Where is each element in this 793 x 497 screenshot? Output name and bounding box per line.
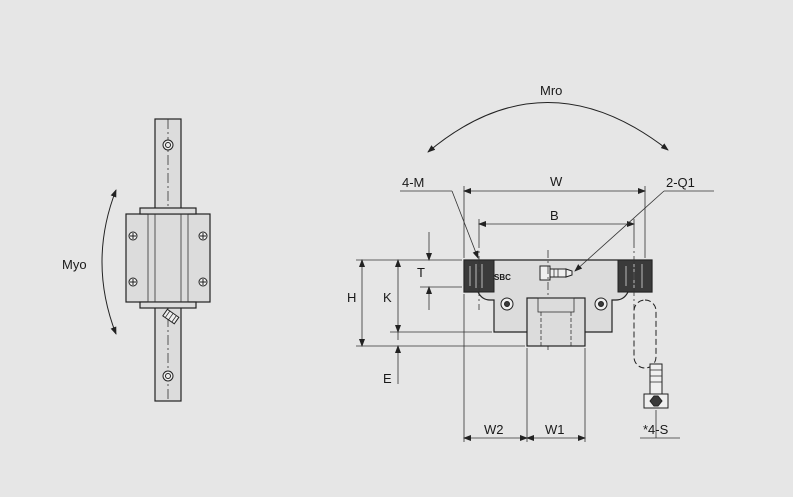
label-4-m: 4-M [402, 175, 424, 190]
rail-hole [162, 370, 174, 382]
label-e: E [383, 371, 392, 386]
label-2-q1: 2-Q1 [666, 175, 695, 190]
bolt-icon [643, 363, 669, 409]
label-mro: Mro [540, 83, 562, 98]
label-4-s: *4-S [643, 422, 669, 437]
label-b: B [550, 208, 559, 223]
label-k: K [383, 290, 392, 305]
mounting-screw-icon [128, 231, 138, 241]
brand-mark: SBC [494, 273, 511, 282]
label-h: H [347, 290, 356, 305]
top-view: Myo [62, 118, 211, 402]
carriage-block-front-view [463, 259, 653, 333]
label-w1: W1 [545, 422, 565, 437]
mro-rotation-arrow [427, 102, 669, 153]
side-screw-icon [594, 297, 608, 311]
side-screw-icon [500, 297, 514, 311]
grease-nipple-icon [539, 265, 573, 281]
rail-hole [162, 139, 174, 151]
carriage-block-top-view [125, 213, 211, 303]
mounting-screw-icon [128, 277, 138, 287]
label-w: W [550, 174, 563, 189]
label-myo: Myo [62, 257, 87, 272]
myo-rotation-arrow [101, 189, 117, 335]
mounting-screw-icon [198, 231, 208, 241]
grease-nipple-icon [162, 308, 180, 325]
mounting-screw-icon [198, 277, 208, 287]
rail-front-view [526, 297, 586, 347]
front-view: Mro SBC [347, 83, 714, 442]
label-t: T [417, 265, 425, 280]
label-w2: W2 [484, 422, 504, 437]
slot-icon [633, 299, 657, 369]
